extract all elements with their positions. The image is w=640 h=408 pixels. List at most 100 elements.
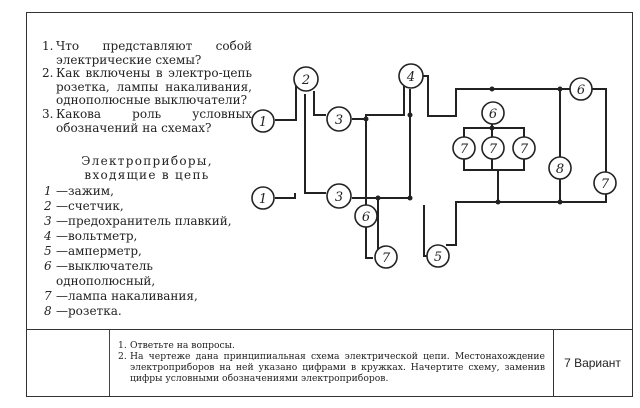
question-item: 3. Какова роль условных обозначений на с… bbox=[42, 106, 252, 135]
switch-circle bbox=[354, 204, 378, 228]
legend-text: —выключатель однополюсный, bbox=[56, 259, 156, 288]
terminal-circle bbox=[251, 186, 275, 210]
instruction-item: 2. На чертеже дана принципиальная схема … bbox=[118, 351, 545, 384]
component-label: 2 bbox=[301, 73, 310, 88]
legend-number: 1 bbox=[44, 184, 52, 198]
question-text: Что представляют собой электрические схе… bbox=[56, 39, 252, 67]
legend-item: 3 —предохранитель плавкий, bbox=[44, 214, 244, 229]
component-label: 4 bbox=[406, 70, 415, 85]
empty-cell bbox=[26, 330, 110, 396]
junction-dot bbox=[489, 125, 495, 131]
instructions-row: 1. Ответьте на вопросы. 2. На чертеже да… bbox=[26, 329, 633, 397]
wire bbox=[275, 75, 607, 246]
switch-circle bbox=[481, 101, 505, 125]
voltmeter-circle bbox=[398, 63, 424, 89]
legend-item: 1 —зажим, bbox=[44, 184, 244, 199]
legend-number: 5 bbox=[44, 244, 52, 258]
legend-title: Электроприборы, входящие в цепь bbox=[62, 154, 232, 182]
junction-dot bbox=[557, 86, 563, 92]
wire bbox=[304, 94, 326, 194]
instruction-text: На чертеже дана принципиальная схема эле… bbox=[130, 351, 545, 384]
legend-number: 3 bbox=[44, 214, 52, 228]
legend-text: —амперметр, bbox=[56, 244, 142, 258]
page-frame bbox=[26, 12, 633, 397]
legend-list: 1 —зажим, 2 —счетчик, 3 —предохранитель пла… bbox=[44, 184, 244, 319]
legend-text: —предохранитель плавкий, bbox=[56, 214, 232, 228]
component-label: 5 bbox=[434, 250, 442, 265]
legend-text: —счетчик, bbox=[56, 199, 124, 213]
socket-circle bbox=[548, 156, 572, 180]
legend-number: 4 bbox=[44, 229, 52, 243]
component-circles bbox=[251, 63, 617, 269]
lamp-circle bbox=[374, 245, 398, 269]
component-labels: 1 1 2 3 3 4 5 6 6 6 7 7 7 7 7 8 bbox=[259, 70, 610, 266]
legend-text: —лампа накаливания, bbox=[56, 289, 198, 303]
component-label: 7 bbox=[601, 177, 610, 192]
wire bbox=[365, 119, 373, 259]
question-number: 3. bbox=[42, 106, 54, 121]
wire bbox=[378, 89, 411, 199]
junction-dots bbox=[363, 86, 563, 205]
legend-title-line: Электроприборы, bbox=[81, 154, 213, 168]
legend-item: 8 —розетка. bbox=[44, 304, 244, 319]
variant-label: 7 Вариант bbox=[564, 356, 621, 370]
junction-dot bbox=[495, 199, 501, 205]
terminal-circle bbox=[251, 109, 275, 133]
component-label: 7 bbox=[382, 251, 391, 266]
legend-text: —зажим, bbox=[56, 184, 114, 198]
component-label: 6 bbox=[577, 83, 585, 98]
junction-dot bbox=[557, 199, 563, 205]
question-number: 2. bbox=[42, 66, 54, 81]
component-label: 7 bbox=[520, 142, 529, 157]
component-label: 6 bbox=[489, 107, 497, 122]
legend-title-line: входящие в цепь bbox=[84, 168, 210, 182]
instruction-number: 1. bbox=[118, 340, 127, 351]
legend-number: 8 bbox=[44, 304, 52, 318]
legend-item: 4 —вольтметр, bbox=[44, 229, 244, 244]
component-label: 1 bbox=[259, 192, 267, 207]
component-label: 1 bbox=[259, 115, 267, 130]
legend-number: 7 bbox=[44, 289, 52, 303]
question-item: 1. Что представляют собой электрические … bbox=[42, 39, 252, 67]
instruction-text: Ответьте на вопросы. bbox=[130, 340, 235, 351]
legend-number: 6 bbox=[44, 259, 52, 273]
wire bbox=[463, 103, 525, 202]
legend-text: —розетка. bbox=[56, 304, 122, 318]
question-text: Какова роль условных обозначений на схем… bbox=[56, 106, 252, 135]
junction-dot bbox=[375, 195, 381, 201]
legend-item: 2 —счетчик, bbox=[44, 199, 244, 214]
junction-dot bbox=[363, 116, 369, 122]
component-label: 3 bbox=[335, 190, 343, 205]
lamp-circle bbox=[512, 136, 536, 160]
lamp-circle bbox=[481, 136, 505, 160]
meter-circle bbox=[293, 66, 319, 92]
instruction-item: 1. Ответьте на вопросы. bbox=[118, 340, 545, 351]
junction-dot bbox=[407, 112, 413, 118]
component-label: 3 bbox=[335, 113, 343, 128]
switch-circle bbox=[569, 77, 593, 101]
legend-item: 7 —лампа накаливания, bbox=[44, 289, 244, 304]
junction-dot bbox=[407, 195, 413, 201]
component-label: 7 bbox=[489, 142, 498, 157]
legend-item: 5 —амперметр, bbox=[44, 244, 244, 259]
instructions-cell: 1. Ответьте на вопросы. 2. На чертеже да… bbox=[110, 330, 554, 396]
lamp-circle bbox=[452, 136, 476, 160]
ammeter-circle bbox=[426, 244, 450, 268]
fuse-circle bbox=[326, 183, 352, 209]
wire bbox=[275, 193, 296, 199]
wire bbox=[423, 205, 428, 257]
legend-number: 2 bbox=[44, 199, 52, 213]
lamp-circle bbox=[593, 171, 617, 195]
question-text: Как включены в электро-цепь розетка, лам… bbox=[56, 66, 252, 108]
legend-item: 6 —выключатель однополюсный, bbox=[44, 259, 244, 289]
fuse-circle bbox=[326, 106, 352, 132]
component-label: 6 bbox=[362, 210, 370, 225]
question-item: 2. Как включены в электро-цепь розетка, … bbox=[42, 66, 252, 108]
component-label: 7 bbox=[460, 142, 469, 157]
component-label: 8 bbox=[556, 162, 564, 177]
instruction-number: 2. bbox=[118, 351, 127, 362]
questions-list: 1. Что представляют собой электрические … bbox=[42, 39, 252, 135]
legend-text: —вольтметр, bbox=[56, 229, 138, 243]
